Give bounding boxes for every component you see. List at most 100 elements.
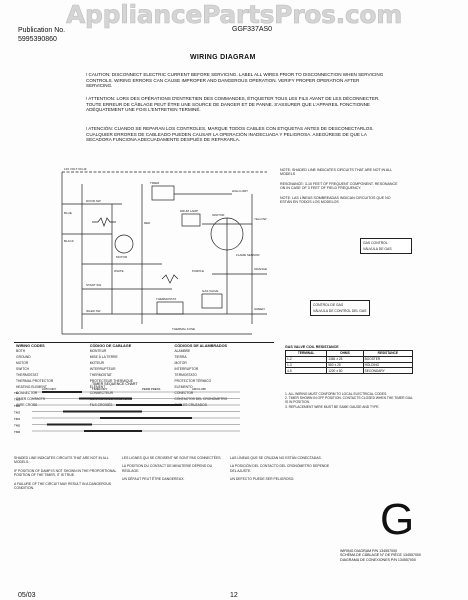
legend-cell: CONNECTEUR <box>89 391 113 395</box>
timer-sequence-chart: TIMER SEQUENCE CHART TMTM1TM2TM3TM4TM5TM… <box>14 382 240 434</box>
timer-chart-title: TIMER SEQUENCE CHART <box>92 382 138 386</box>
timer-row-label: TM2 <box>14 404 20 408</box>
diagram-number-es: DIAGRAMA DE CONEXIONES P/N 134557000 <box>340 557 416 562</box>
timer-contact-bar <box>116 404 182 406</box>
diagram-label-high-limit: HIGH LIMIT <box>232 189 248 193</box>
legend-cell: MONTEUR <box>89 349 107 353</box>
legend-cell: HEATING ELEMENT <box>16 385 47 389</box>
diagram-letter: G <box>380 495 415 544</box>
wire-color-purple: PURPLE <box>192 269 204 273</box>
diagram-label-gas-valve: GAS VALVE <box>202 289 218 293</box>
diagram-label-flame-sensor: FLAME SENSOR <box>236 253 260 257</box>
page-number: 12 <box>230 592 238 599</box>
legend-cell: INTERRUPTOR <box>174 367 199 371</box>
timer-contact-bar <box>42 391 82 393</box>
spec-cell: 1220 ± 50 <box>326 367 364 375</box>
legend-cell: THERMOSTAT <box>16 373 39 377</box>
bottom-note-en-1: SHADED LINE INDICATES CIRCUITS THAT ARE … <box>14 456 109 465</box>
side-note-2: RESONANCE: 3-10 FEET OF FREQUENT COMPONE… <box>280 181 398 191</box>
warning-spanish: ! ATENCIÓN: CUANDO SE REPARAN LOS CONTRO… <box>86 126 374 143</box>
bottom-notes-spanish: LAS LÍNEAS QUE SE CRUZAN NO ESTÁN CONECT… <box>230 456 334 486</box>
legend-cell: MOTOR <box>16 361 29 365</box>
spec-note-2: 2. TIMER SHOWN IN OFF POSITION. CONTACTS… <box>285 396 413 405</box>
schematic-side-notes: NOTE: SHADED LINE INDICATES CIRCUITS THA… <box>280 168 400 209</box>
side-note-3: NOTE: LAS LÍNEAS SOMBREADAS INDICAN CIRC… <box>280 195 391 205</box>
gas-control-label-2: VÁLVULA DE GAS <box>363 247 392 251</box>
gas-control-label-1: GAS CONTROL <box>363 241 388 245</box>
legend-row: SWITCH INTERRUPTEUR INTERRUPTOR <box>14 366 274 372</box>
legend-row: GROUND MISE À LA TERRE TIERRA <box>14 354 274 360</box>
diagram-label-drum-lamp: DRUM LAMP <box>180 209 198 213</box>
gas-control-label-3: CONTROL DE GAS <box>313 303 344 307</box>
timer-row-label: TM4 <box>14 417 20 421</box>
legend-cell: MOTEUR <box>89 361 105 365</box>
wire-color-black: BLACK <box>64 239 74 243</box>
bottom-note-fr-2: LA POSITION DU CONTACT DE MINUTERIE DÉPE… <box>122 464 213 473</box>
legend-cell: SWITCH <box>16 367 30 371</box>
gas-valve-resistance-table: GAS VALVE COIL RESISTANCE TERMINAL OHMS … <box>284 345 414 375</box>
wire-color-orange: ORANGE <box>254 267 267 271</box>
timer-column-label: AUTO DRY <box>42 387 56 391</box>
wire-color-blue: BLUE <box>64 211 72 215</box>
diagram-label-ignitor: IGNITOR <box>212 213 225 217</box>
timer-column-label: TIMED DRY <box>92 387 107 391</box>
legend-cell: CONTACTOS DEL CRONÓMETRO <box>174 397 228 401</box>
timer-row-label: TM5 <box>14 424 20 428</box>
legend-cell: CONNECTOR <box>16 391 38 395</box>
diagram-number-fr: SCHÉMA DE CÂBLAGE N° DE PIÈCE 134557000 <box>340 553 421 558</box>
spec-cell: 560 ± 25 <box>326 361 364 369</box>
side-note-1: NOTE: SHADED LINE INDICATES CIRCUITS THA… <box>280 168 393 177</box>
bottom-note-es-2: LA POSICIÓN DEL CONTACTO DEL CRONÓMETRO … <box>230 464 330 473</box>
legend-cell: ELEMENTO <box>174 385 193 389</box>
spec-cell: SECONDARY <box>362 367 414 375</box>
timer-row-label: TM1 <box>14 398 20 402</box>
spec-table-title: GAS VALVE COIL RESISTANCE <box>285 345 339 349</box>
page-title: WIRING DIAGRAM <box>190 54 256 61</box>
legend-header-french: CÓDIGO DE CABLAGE <box>89 343 132 348</box>
footer-date: 05/03 <box>18 592 36 599</box>
legend-cell: PROTECTEUR THERMIQUE <box>89 379 134 383</box>
legend-cell: GROUND <box>16 355 31 359</box>
bottom-notes-french: LES LIGNES QUI SE CROISENT NE SONT PAS C… <box>122 456 226 486</box>
diagram-part-number: WIRING DIAGRAM P/N 134557000 SCHÉMA DE C… <box>340 549 421 562</box>
spec-note-3: 3. REPLACEMENT WIRE MUST BE SAME GAUGE A… <box>285 404 380 409</box>
diagram-label-timer: TIMER <box>150 181 160 185</box>
legend-cell: MISE À LA TERRE <box>89 355 118 359</box>
wire-color-green: GREEN <box>254 307 265 311</box>
spec-notes: 1. ALL WIRING MUST CONFORM TO LOCAL ELEC… <box>285 392 413 409</box>
timer-row-label: TM6 <box>14 430 20 434</box>
diagram-label-thermostat: THERMOSTAT <box>156 297 176 301</box>
legend-cell: TIMER CONTACTS <box>16 397 46 401</box>
timer-column-label: AIR FLUFF <box>192 387 206 391</box>
legend-cell: INTERRUPTEUR <box>89 367 116 371</box>
bottom-note-es-3: UN DEFECTO PUEDE SER PELIGROSO. <box>230 477 295 482</box>
diagram-label-thermal-fuse: THERMAL FUSE <box>172 327 195 331</box>
spec-cell: HOLDING <box>362 361 414 369</box>
gas-control-box: GAS CONTROL VÁLVULA DE GAS <box>360 238 412 254</box>
diagram-label-motor: MOTOR <box>116 255 128 259</box>
spec-cell: 4-5 <box>284 367 328 375</box>
wiring-schematic: 120 VOLT 60 HZ TIMER MOTOR DOOR SW DRUM … <box>61 167 267 335</box>
bottom-note-es-1: LAS LÍNEAS QUE SE CRUZAN NO ESTÁN CONECT… <box>230 456 322 460</box>
legend-cell: TIERRA <box>174 355 187 359</box>
bottom-note-en-3: A FAILURE OF THE CIRCUIT MAY RESULT IN A… <box>14 481 112 491</box>
gas-control-box-spanish: CONTROL DE GAS VÁLVULA DE CONTROL DEL GA… <box>310 300 370 316</box>
wire-color-red: RED <box>144 221 151 225</box>
timer-row-label: TM3 <box>14 411 20 415</box>
timer-contact-bar <box>79 397 132 400</box>
diagram-number-en: WIRING DIAGRAM P/N 134557000 <box>340 549 398 553</box>
timer-contact-bar <box>84 430 142 432</box>
legend-cell: MOTOR <box>174 361 187 365</box>
publication-number-block: Publication No. 5995390860 <box>18 26 65 44</box>
diagram-label-door-switch: DOOR SW <box>86 199 101 203</box>
wire-color-yellow: YELLOW <box>254 217 267 221</box>
legend-cell: ALAMBRE <box>174 349 191 353</box>
timer-contact-bar <box>47 423 92 426</box>
